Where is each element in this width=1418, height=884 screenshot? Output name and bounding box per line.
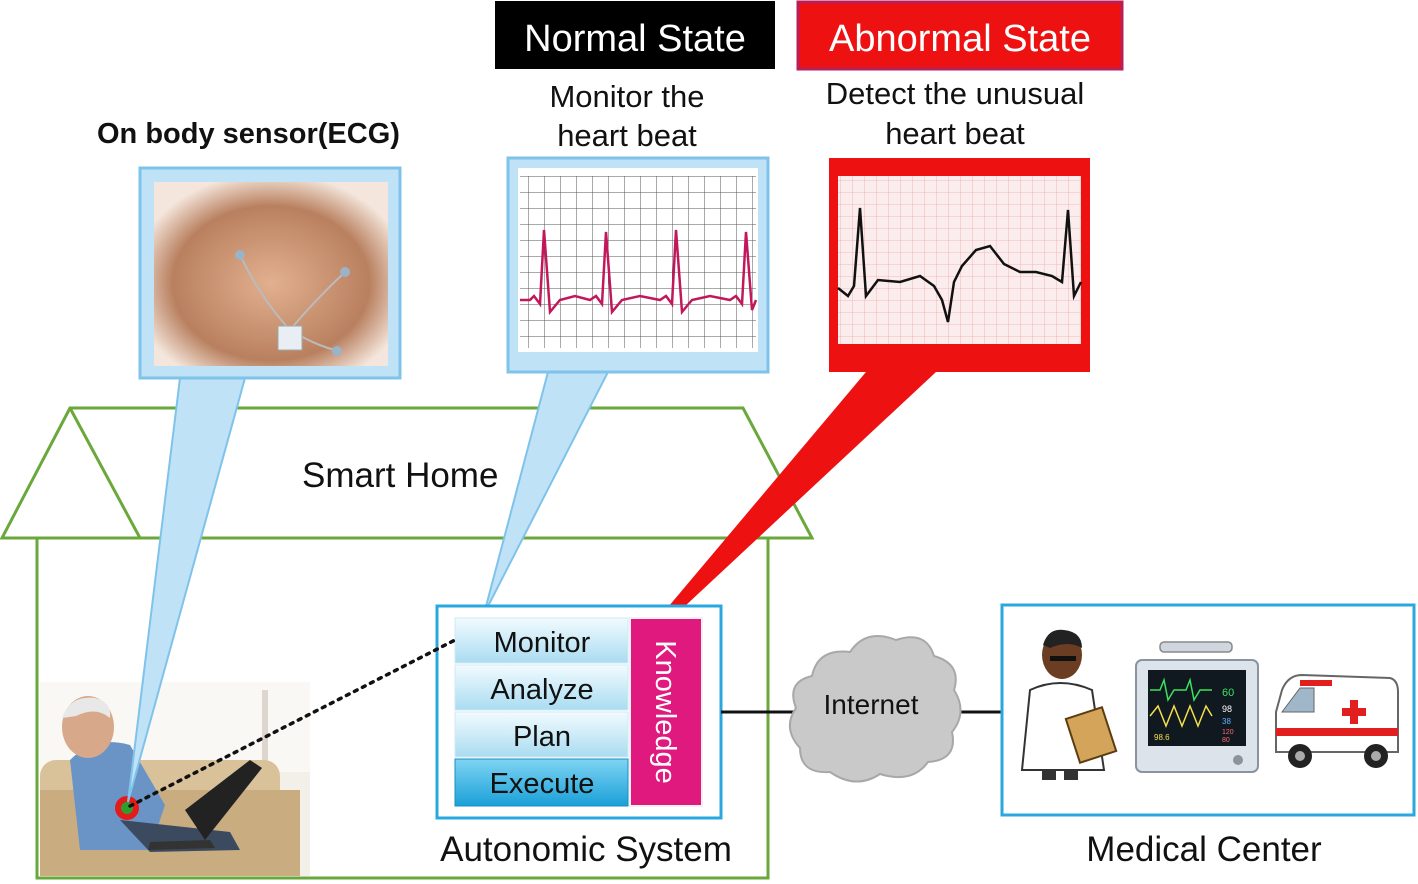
detect-caption-line1: Detect the unusual bbox=[826, 76, 1085, 111]
abnormal-callout bbox=[610, 158, 1090, 676]
knowledge-label: Knowledge bbox=[649, 640, 681, 784]
ambulance-icon bbox=[1275, 673, 1399, 768]
mape-analyze-box bbox=[454, 664, 629, 711]
normal-state-label: Normal State bbox=[524, 18, 746, 60]
monitor-value-60: 60 bbox=[1222, 687, 1234, 699]
mape-monitor-box bbox=[454, 617, 629, 664]
monitor-caption-line2: heart beat bbox=[557, 118, 697, 153]
mape-analyze-label: Analyze bbox=[490, 674, 593, 706]
mape-execute-label: Execute bbox=[490, 768, 595, 800]
sensor-wireless-link bbox=[128, 638, 457, 808]
smart-home-label: Smart Home bbox=[302, 456, 498, 495]
internet-label: Internet bbox=[824, 689, 919, 720]
monitor-value-80: 80 bbox=[1222, 737, 1230, 744]
normal-ecg-trace bbox=[520, 229, 758, 316]
sensor-callout bbox=[127, 166, 402, 803]
internet-cloud bbox=[789, 635, 962, 783]
patient-photo bbox=[40, 682, 310, 876]
monitor-value-temp: 98.6 bbox=[1154, 733, 1170, 742]
doctor-icon bbox=[1020, 629, 1118, 780]
sensor-title: On body sensor(ECG) bbox=[97, 118, 400, 150]
detect-caption-line2: heart beat bbox=[885, 116, 1025, 151]
mape-monitor-label: Monitor bbox=[494, 627, 591, 659]
abnormal-state-label: Abnormal State bbox=[829, 18, 1091, 60]
monitor-value-120: 120 bbox=[1222, 729, 1234, 736]
monitor-caption-line1: Monitor the bbox=[549, 79, 704, 114]
autonomic-system: Monitor Analyze Plan Execute Knowledge bbox=[435, 604, 723, 820]
knowledge-box bbox=[629, 617, 703, 807]
mape-plan-label: Plan bbox=[513, 721, 571, 753]
monitor-value-98: 98 bbox=[1222, 704, 1232, 714]
autonomic-system-label: Autonomic System bbox=[440, 830, 732, 869]
patient-monitor-icon: 60 98 38 120 80 98.6 bbox=[1135, 641, 1259, 773]
mape-execute-box bbox=[454, 758, 629, 807]
mape-plan-box bbox=[454, 711, 629, 758]
normal-callout bbox=[483, 156, 770, 615]
medical-center-label: Medical Center bbox=[1086, 830, 1322, 869]
monitor-value-38: 38 bbox=[1222, 717, 1231, 726]
abnormal-ecg-trace bbox=[837, 207, 1083, 323]
normal-state-badge bbox=[495, 1, 775, 69]
abnormal-state-badge bbox=[796, 0, 1124, 71]
